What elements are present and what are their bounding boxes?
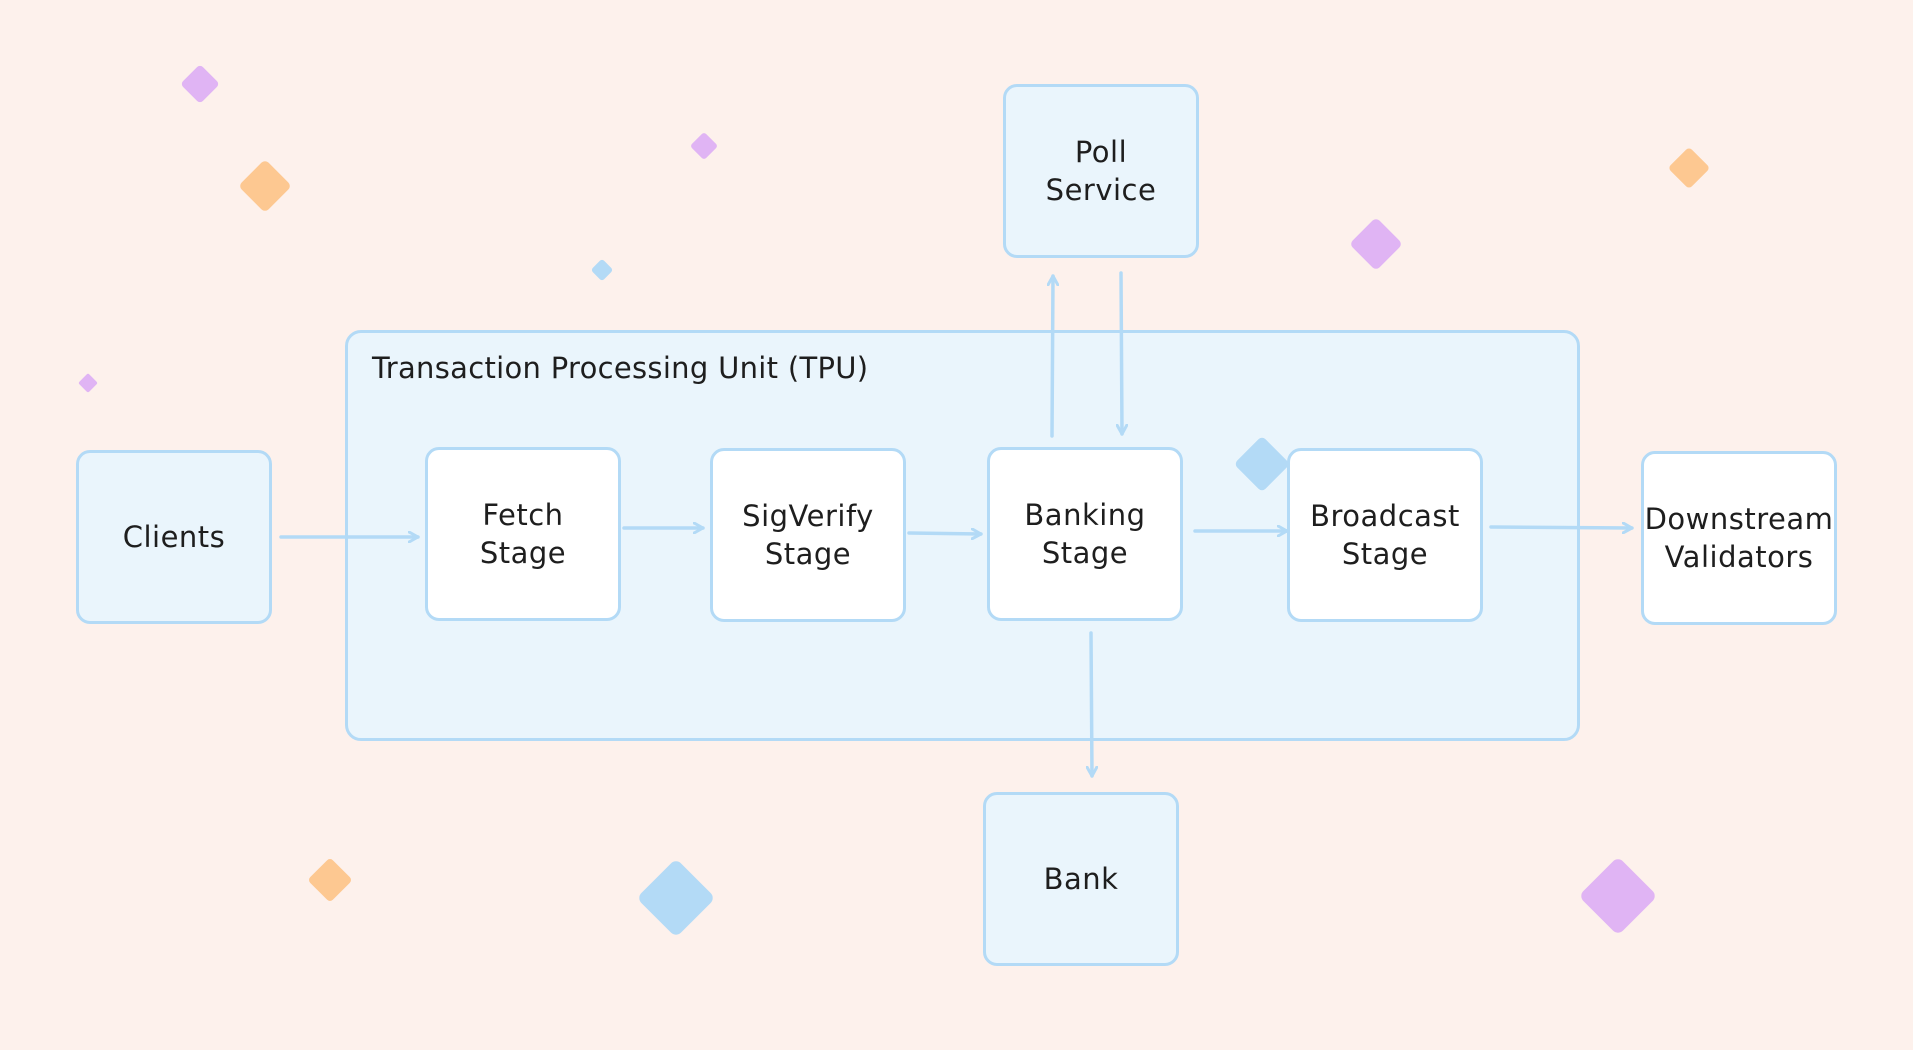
- node-downstream-validators: Downstream Validators: [1641, 451, 1837, 625]
- node-clients: Clients: [76, 450, 272, 624]
- decor-diamond: [240, 161, 290, 211]
- node-fetch-stage: Fetch Stage: [425, 447, 621, 621]
- tpu-container-title: Transaction Processing Unit (TPU): [372, 351, 869, 385]
- decor-diamond: [309, 859, 351, 901]
- decor-diamond: [1669, 148, 1709, 188]
- decor-diamond: [78, 373, 98, 393]
- decor-diamond: [691, 133, 717, 159]
- node-bank: Bank: [983, 792, 1179, 966]
- decor-diamond: [1581, 859, 1655, 933]
- decor-diamond: [181, 65, 219, 103]
- decor-diamond: [1351, 219, 1401, 269]
- node-banking-stage: Banking Stage: [987, 447, 1183, 621]
- node-downstream-validators-label: Downstream Validators: [1644, 502, 1834, 574]
- node-sigverify-stage: SigVerify Stage: [710, 448, 906, 622]
- node-sigverify-stage-label: SigVerify Stage: [742, 499, 874, 571]
- node-clients-label: Clients: [122, 520, 226, 554]
- node-fetch-stage-label: Fetch Stage: [479, 498, 567, 570]
- node-broadcast-stage: Broadcast Stage: [1287, 448, 1483, 622]
- node-banking-stage-label: Banking Stage: [1024, 498, 1146, 570]
- node-broadcast-stage-label: Broadcast Stage: [1310, 499, 1460, 571]
- node-poll-service-label: Poll Service: [1045, 135, 1157, 207]
- decor-diamond: [591, 259, 613, 281]
- node-poll-service: Poll Service: [1003, 84, 1199, 258]
- node-bank-label: Bank: [1043, 862, 1119, 896]
- decor-diamond: [1235, 437, 1289, 491]
- decor-diamond: [639, 861, 713, 935]
